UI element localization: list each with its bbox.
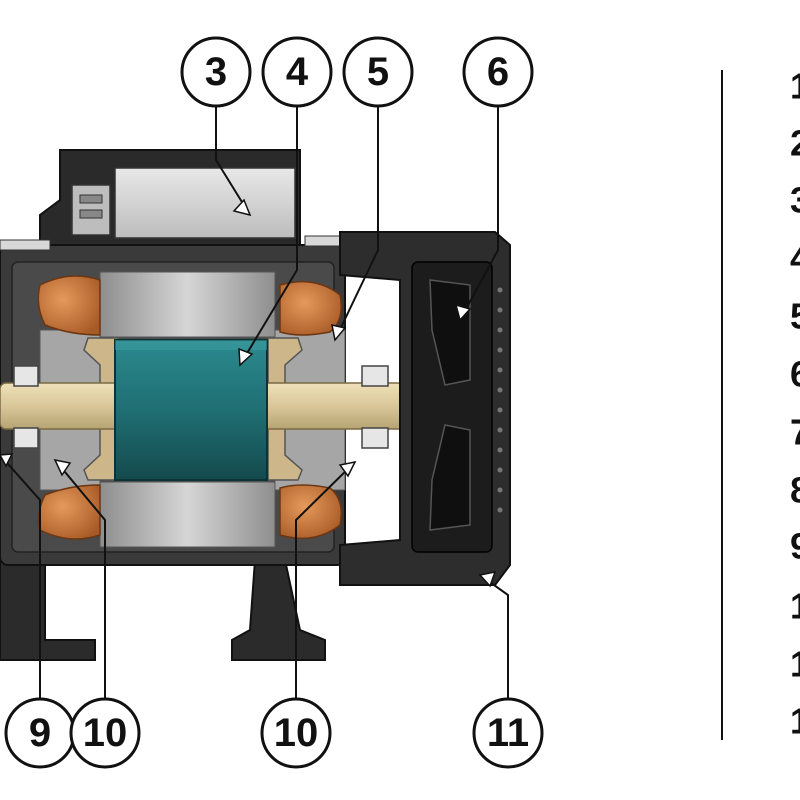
callout-5: 5 [342,36,414,108]
legend-item-8: 8 [790,470,800,511]
winding-bottom-left [37,484,101,540]
callout-6-label: 6 [487,50,509,94]
arrowhead-9 [0,453,14,468]
arrowhead-3 [232,198,252,217]
leader-3 [215,105,251,216]
legend-item-7: 7 [790,412,800,453]
clip-slot-1 [79,194,103,204]
callout-9-label: 9 [29,711,51,755]
leader-arrowheads [0,198,497,588]
winding-top-left [37,275,101,336]
legend-item-12: 1 [790,701,800,742]
callout-10-left-label: 10 [83,711,128,755]
callout-4: 4 [261,36,333,108]
arrowhead-5 [331,324,347,342]
legend-list: 1 2 3 4 5 6 7 8 9 1 1 1 [790,66,800,742]
impeller-blade-bottom [429,424,471,531]
callout-6: 6 [462,36,534,108]
leader-10-right [295,461,356,700]
callout-4-label: 4 [286,50,309,94]
fan-cover-vents [497,287,503,513]
winding-top-right [279,280,342,336]
callout-10-right: 10 [260,697,332,769]
rotor-highlight [115,340,267,350]
legend-item-1: 1 [790,66,800,107]
legend-item-3: 3 [790,180,800,221]
arrowhead-11 [478,571,497,588]
arrowhead-10-left [53,458,72,477]
leader-6 [459,105,499,321]
bearing-left-bottom [13,427,39,449]
bearing-left-top [13,365,39,387]
callout-3-label: 3 [205,50,227,94]
callout-10-left: 10 [69,697,141,769]
callouts-bottom: 9 10 10 11 [4,697,544,769]
callout-10-right-label: 10 [274,711,319,755]
pump-body [0,149,511,661]
arrowhead-10-right [338,460,357,478]
legend-item-11: 1 [790,644,800,685]
terminal-box-panel [114,167,296,239]
legend-item-6: 6 [790,354,800,395]
callout-11-label: 11 [487,711,529,755]
callout-9: 9 [4,697,76,769]
left-bolt [0,239,51,251]
leader-lines [0,105,509,700]
clip-slot-2 [79,209,103,219]
arrowhead-6 [454,303,472,322]
stator-bottom [99,481,276,548]
stator-top [99,271,276,338]
winding-bottom-right [279,484,342,540]
leader-10-left [54,459,106,700]
leader-11 [479,574,509,700]
legend-item-2: 2 [790,123,800,164]
bearing-right-bottom [361,427,389,449]
center-foot [231,559,326,661]
arrowhead-4 [238,347,254,367]
legend-item-5: 5 [790,296,800,337]
leader-5 [334,105,379,341]
legend-item-4: 4 [790,238,800,279]
legend-item-9: 9 [790,526,800,567]
callout-5-label: 5 [367,50,389,94]
leader-4 [239,105,298,366]
callout-11: 11 [472,697,544,769]
legend-item-10: 1 [790,586,800,627]
bearing-right-top [361,365,389,387]
callout-3: 3 [180,36,252,108]
leader-9 [0,454,41,700]
callouts-top: 3 4 5 6 [180,36,534,108]
